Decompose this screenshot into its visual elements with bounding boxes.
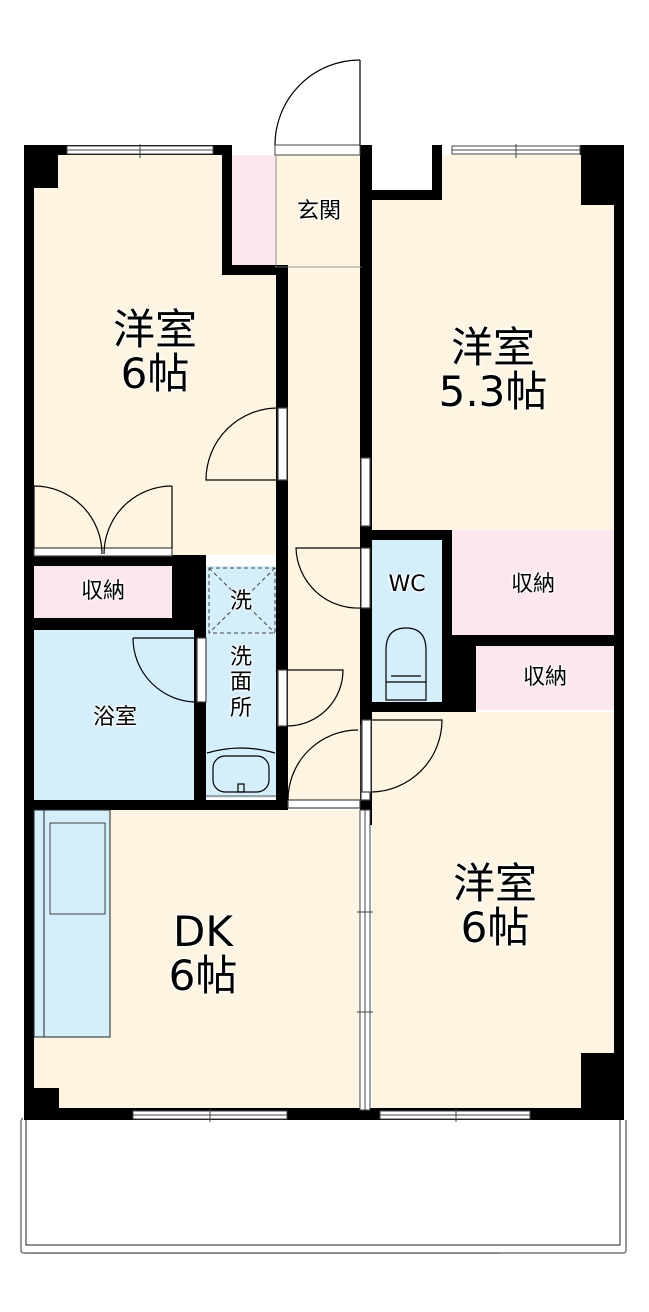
windows [66,144,581,1122]
room-dk: DK 6帖 [128,907,278,1001]
entrance-door [274,59,362,268]
room-se: 洋室 6帖 [420,859,570,953]
washroom-char-1: 洗 [229,645,252,670]
room-se-size: 6帖 [460,903,530,953]
toilet-label: WC [388,572,426,597]
room-ne: 洋室 5.3帖 [408,323,578,417]
room-ne-name: 洋室 [450,323,535,372]
room-dk-name: DK [173,907,233,956]
room-nw: 洋室 6帖 [80,305,230,399]
washroom-char-2: 面 [229,670,252,696]
room-dk-size: 6帖 [168,951,238,1001]
room-nw-name: 洋室 [112,305,197,354]
bathroom-label: 浴室 [92,705,137,730]
sliding-partition [357,809,373,1111]
washroom-char-3: 所 [229,695,252,721]
sink-icon [206,747,276,797]
washroom-label: 洗 面 所 [206,645,276,721]
room-se-name: 洋室 [452,859,537,908]
entrance-label: 玄関 [296,199,341,224]
kitchen-counter [33,809,111,1038]
room-ne-size: 5.3帖 [438,367,548,417]
balcony-outline [20,1120,627,1254]
storage-w-label: 収納 [80,579,125,604]
room-fills [34,155,614,1110]
storage-e2-label: 収納 [522,665,567,690]
washer-pan [208,567,276,634]
storage-e1-label: 収納 [510,572,555,597]
room-nw-size: 6帖 [120,349,190,399]
toilet-icon [385,627,427,701]
washer-label: 洗 [229,589,252,614]
doors [33,407,443,809]
